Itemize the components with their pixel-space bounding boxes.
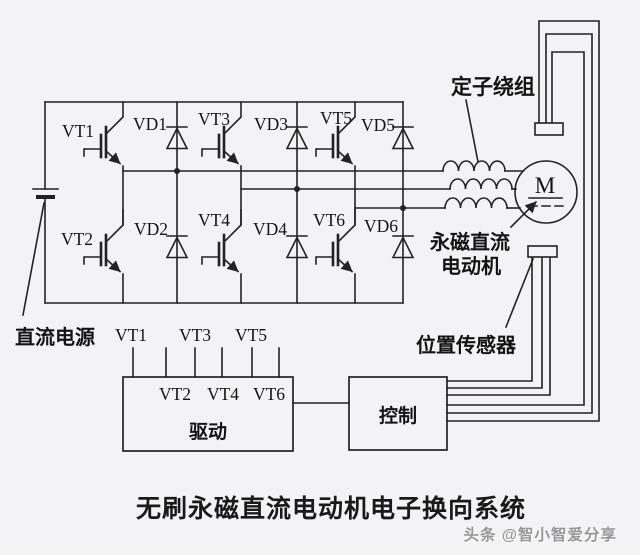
vt4-label: VT4 [198, 210, 230, 230]
vt1-label: VT1 [62, 121, 94, 141]
annotations: 定子绕组 永磁直流 电动机 位置传感器 [416, 75, 538, 357]
inverter-bridge: VT1 VD1 VT3 VD3 VT5 VD5 VT2 VD2 VT4 VD4 … [61, 102, 414, 304]
motor: M [514, 160, 578, 224]
watermark: 头条 @智小智爱分享 [464, 525, 617, 544]
sensor-wire-6 [446, 256, 551, 396]
gate-drive-lines [132, 347, 280, 378]
stator-coil-a [442, 160, 506, 172]
position-sensor-wiring [446, 20, 600, 422]
vt5-label: VT5 [320, 108, 352, 128]
sensor-wire-5 [446, 256, 543, 389]
stator-winding-label: 定子绕组 [451, 75, 535, 99]
sensor-wire-inner [446, 51, 585, 406]
vt2-label: VT2 [61, 229, 93, 249]
phase-lines [122, 160, 524, 211]
stator-winding-leader-line [465, 99, 479, 163]
drive-label: 驱动 [189, 421, 227, 443]
junction-dot-c [400, 205, 406, 211]
sensor-wire-middle [446, 33, 593, 414]
junction-dot-b [294, 186, 300, 192]
sensor-connector-bottom [527, 245, 558, 258]
dc-source-label: 直流电源 [15, 325, 95, 349]
drive-input-vt2: VT2 [159, 384, 191, 404]
pm-motor-arrow-leader [509, 200, 538, 229]
drive-input-vt4: VT4 [207, 384, 239, 404]
pm-motor-label-line1: 永磁直流 [429, 230, 510, 254]
vd4-label: VD4 [253, 219, 287, 239]
vt6-label: VT6 [313, 210, 345, 230]
drive-input-vt5: VT5 [235, 325, 267, 345]
vt3-label: VT3 [198, 109, 230, 129]
position-sensor-leader-line [504, 257, 535, 329]
dc-source-leader-line [22, 202, 45, 316]
position-sensor-label: 位置传感器 [416, 333, 517, 357]
dc-power-supply: 直流电源 [15, 101, 404, 349]
stator-coil-c [444, 197, 508, 209]
vd5-label: VD5 [361, 115, 395, 135]
sensor-connector-top [534, 122, 564, 136]
pm-motor-label-line2: 电动机 [441, 254, 501, 278]
motor-symbol: M [535, 173, 555, 198]
diagram-title: 无刷永磁直流电动机电子换向系统 [136, 494, 526, 523]
vd1-label: VD1 [133, 114, 167, 134]
sensor-wire-outer [446, 20, 600, 422]
drive-input-vt3: VT3 [179, 325, 211, 345]
motor-circle [514, 160, 578, 224]
junction-dot-a [174, 168, 180, 174]
drive-input-vt1: VT1 [115, 325, 147, 345]
control-block: 控制 [292, 376, 448, 451]
drive-block: VT1 VT3 VT5 VT2 VT4 VT6 驱动 [115, 325, 294, 452]
vd6-label: VD6 [364, 216, 398, 236]
drive-input-vt6: VT6 [253, 384, 285, 404]
vd3-label: VD3 [254, 114, 288, 134]
sensor-wire-4 [446, 256, 533, 382]
stator-coil-b [449, 178, 513, 190]
drive-box [122, 376, 294, 452]
control-box [348, 376, 448, 451]
vd2-label: VD2 [134, 219, 168, 239]
control-label: 控制 [379, 404, 417, 427]
